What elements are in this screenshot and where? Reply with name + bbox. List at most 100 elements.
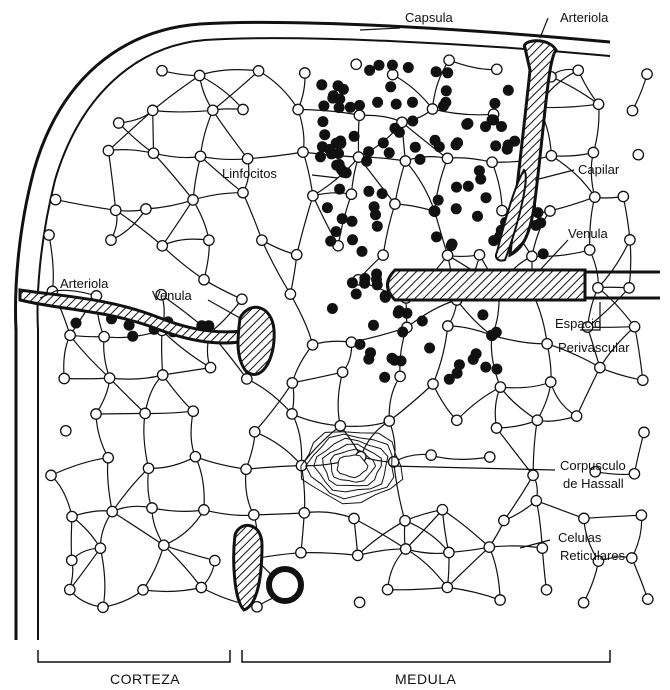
label-reticulares: Reticulares: [560, 548, 626, 563]
region-brackets: [38, 650, 610, 662]
reticular-fiber: [152, 508, 164, 545]
reticular-cell: [95, 543, 105, 553]
reticular-cell: [249, 510, 259, 520]
lymphocyte: [481, 192, 492, 203]
reticular-fiber: [301, 513, 304, 553]
reticular-cell: [353, 550, 363, 560]
reticular-fiber: [303, 152, 313, 196]
reticular-fiber: [442, 510, 489, 547]
reticular-cell: [437, 505, 447, 515]
reticular-cell: [546, 377, 556, 387]
reticular-fiber: [154, 153, 194, 200]
leader-capilar: [535, 170, 574, 180]
reticular-fiber: [153, 110, 154, 153]
reticular-cell: [427, 104, 437, 114]
reticular-cell: [307, 340, 317, 350]
ring-cell: [269, 569, 301, 601]
reticular-cell: [147, 503, 157, 513]
lymphocyte: [391, 99, 402, 110]
reticular-cell: [287, 378, 297, 388]
lymphocyte: [368, 320, 379, 331]
label-medula: MEDULA: [395, 671, 457, 687]
reticular-fiber: [108, 150, 153, 154]
lymphocyte: [397, 327, 408, 338]
reticular-fiber: [149, 457, 196, 469]
reticular-cell: [141, 204, 151, 214]
reticular-cell: [593, 283, 603, 293]
lymphocyte: [480, 362, 491, 373]
reticular-cell: [188, 406, 198, 416]
reticular-cell: [485, 452, 495, 462]
reticular-fiber: [354, 519, 406, 550]
reticular-fiber: [536, 501, 584, 519]
reticular-fiber: [201, 156, 248, 159]
reticular-fiber: [153, 110, 213, 112]
lymphocyte: [389, 123, 400, 134]
reticular-cell: [346, 189, 356, 199]
reticular-cell: [210, 555, 220, 565]
reticular-fiber: [292, 414, 302, 466]
reticular-cell: [546, 151, 556, 161]
reticular-fiber: [593, 104, 599, 152]
lymphocyte: [372, 221, 383, 232]
lymphocyte: [351, 289, 362, 300]
reticular-cell: [103, 453, 113, 463]
reticular-fiber: [629, 240, 631, 288]
reticular-cell: [579, 513, 589, 523]
reticular-fiber: [632, 558, 648, 599]
reticular-cell: [140, 408, 150, 418]
lymphocyte: [372, 97, 383, 108]
reticular-cell: [484, 542, 494, 552]
reticular-cell: [292, 250, 302, 260]
reticular-fiber: [395, 204, 435, 211]
reticular-cell: [627, 105, 637, 115]
reticular-fiber: [584, 515, 642, 518]
reticular-fiber: [56, 200, 116, 211]
reticular-cell: [426, 450, 436, 460]
lymphocyte: [361, 156, 372, 167]
reticular-cell: [253, 66, 263, 76]
reticular-fiber: [298, 110, 304, 153]
reticular-fiber: [255, 432, 302, 466]
reticular-fiber: [213, 71, 259, 110]
reticular-cell: [487, 157, 497, 167]
reticular-fiber: [600, 368, 643, 381]
reticular-fiber: [406, 549, 448, 587]
reticular-cell: [629, 322, 639, 332]
reticular-cell: [99, 332, 109, 342]
reticular-fiber: [491, 335, 500, 387]
reticular-cell: [143, 463, 153, 473]
reticular-cell: [585, 245, 595, 255]
reticular-fiber: [72, 517, 100, 549]
reticular-cell: [642, 69, 652, 79]
reticular-fiber: [402, 122, 448, 158]
reticular-fiber: [108, 151, 115, 211]
reticular-cell: [59, 373, 69, 383]
lymphocyte: [338, 84, 349, 95]
reticular-fiber: [195, 457, 204, 510]
leader-corpusculo: [390, 466, 555, 470]
label-corpusculo: Corpusculo: [560, 458, 626, 473]
lymphocyte: [393, 308, 404, 319]
reticular-cell: [442, 153, 452, 163]
lymphocyte: [496, 121, 507, 132]
lymphocyte: [71, 318, 82, 329]
reticular-cell: [157, 66, 167, 76]
reticular-fiber: [394, 462, 405, 521]
lymphocyte: [387, 60, 398, 71]
reticular-fiber: [200, 76, 243, 110]
lymphocyte: [487, 330, 498, 341]
lymphocyte: [451, 139, 462, 150]
reticular-fiber: [154, 153, 201, 157]
reticular-cell: [335, 421, 345, 431]
reticular-cell: [492, 64, 502, 74]
reticular-fiber: [533, 420, 537, 475]
reticular-cell: [491, 423, 501, 433]
reticular-fiber: [243, 193, 262, 241]
reticular-fiber: [489, 547, 500, 600]
reticular-cell: [208, 105, 218, 115]
reticular-fiber: [536, 501, 542, 548]
reticular-cell: [593, 99, 603, 109]
lymphocyte: [357, 246, 368, 257]
reticular-fiber: [148, 468, 152, 508]
